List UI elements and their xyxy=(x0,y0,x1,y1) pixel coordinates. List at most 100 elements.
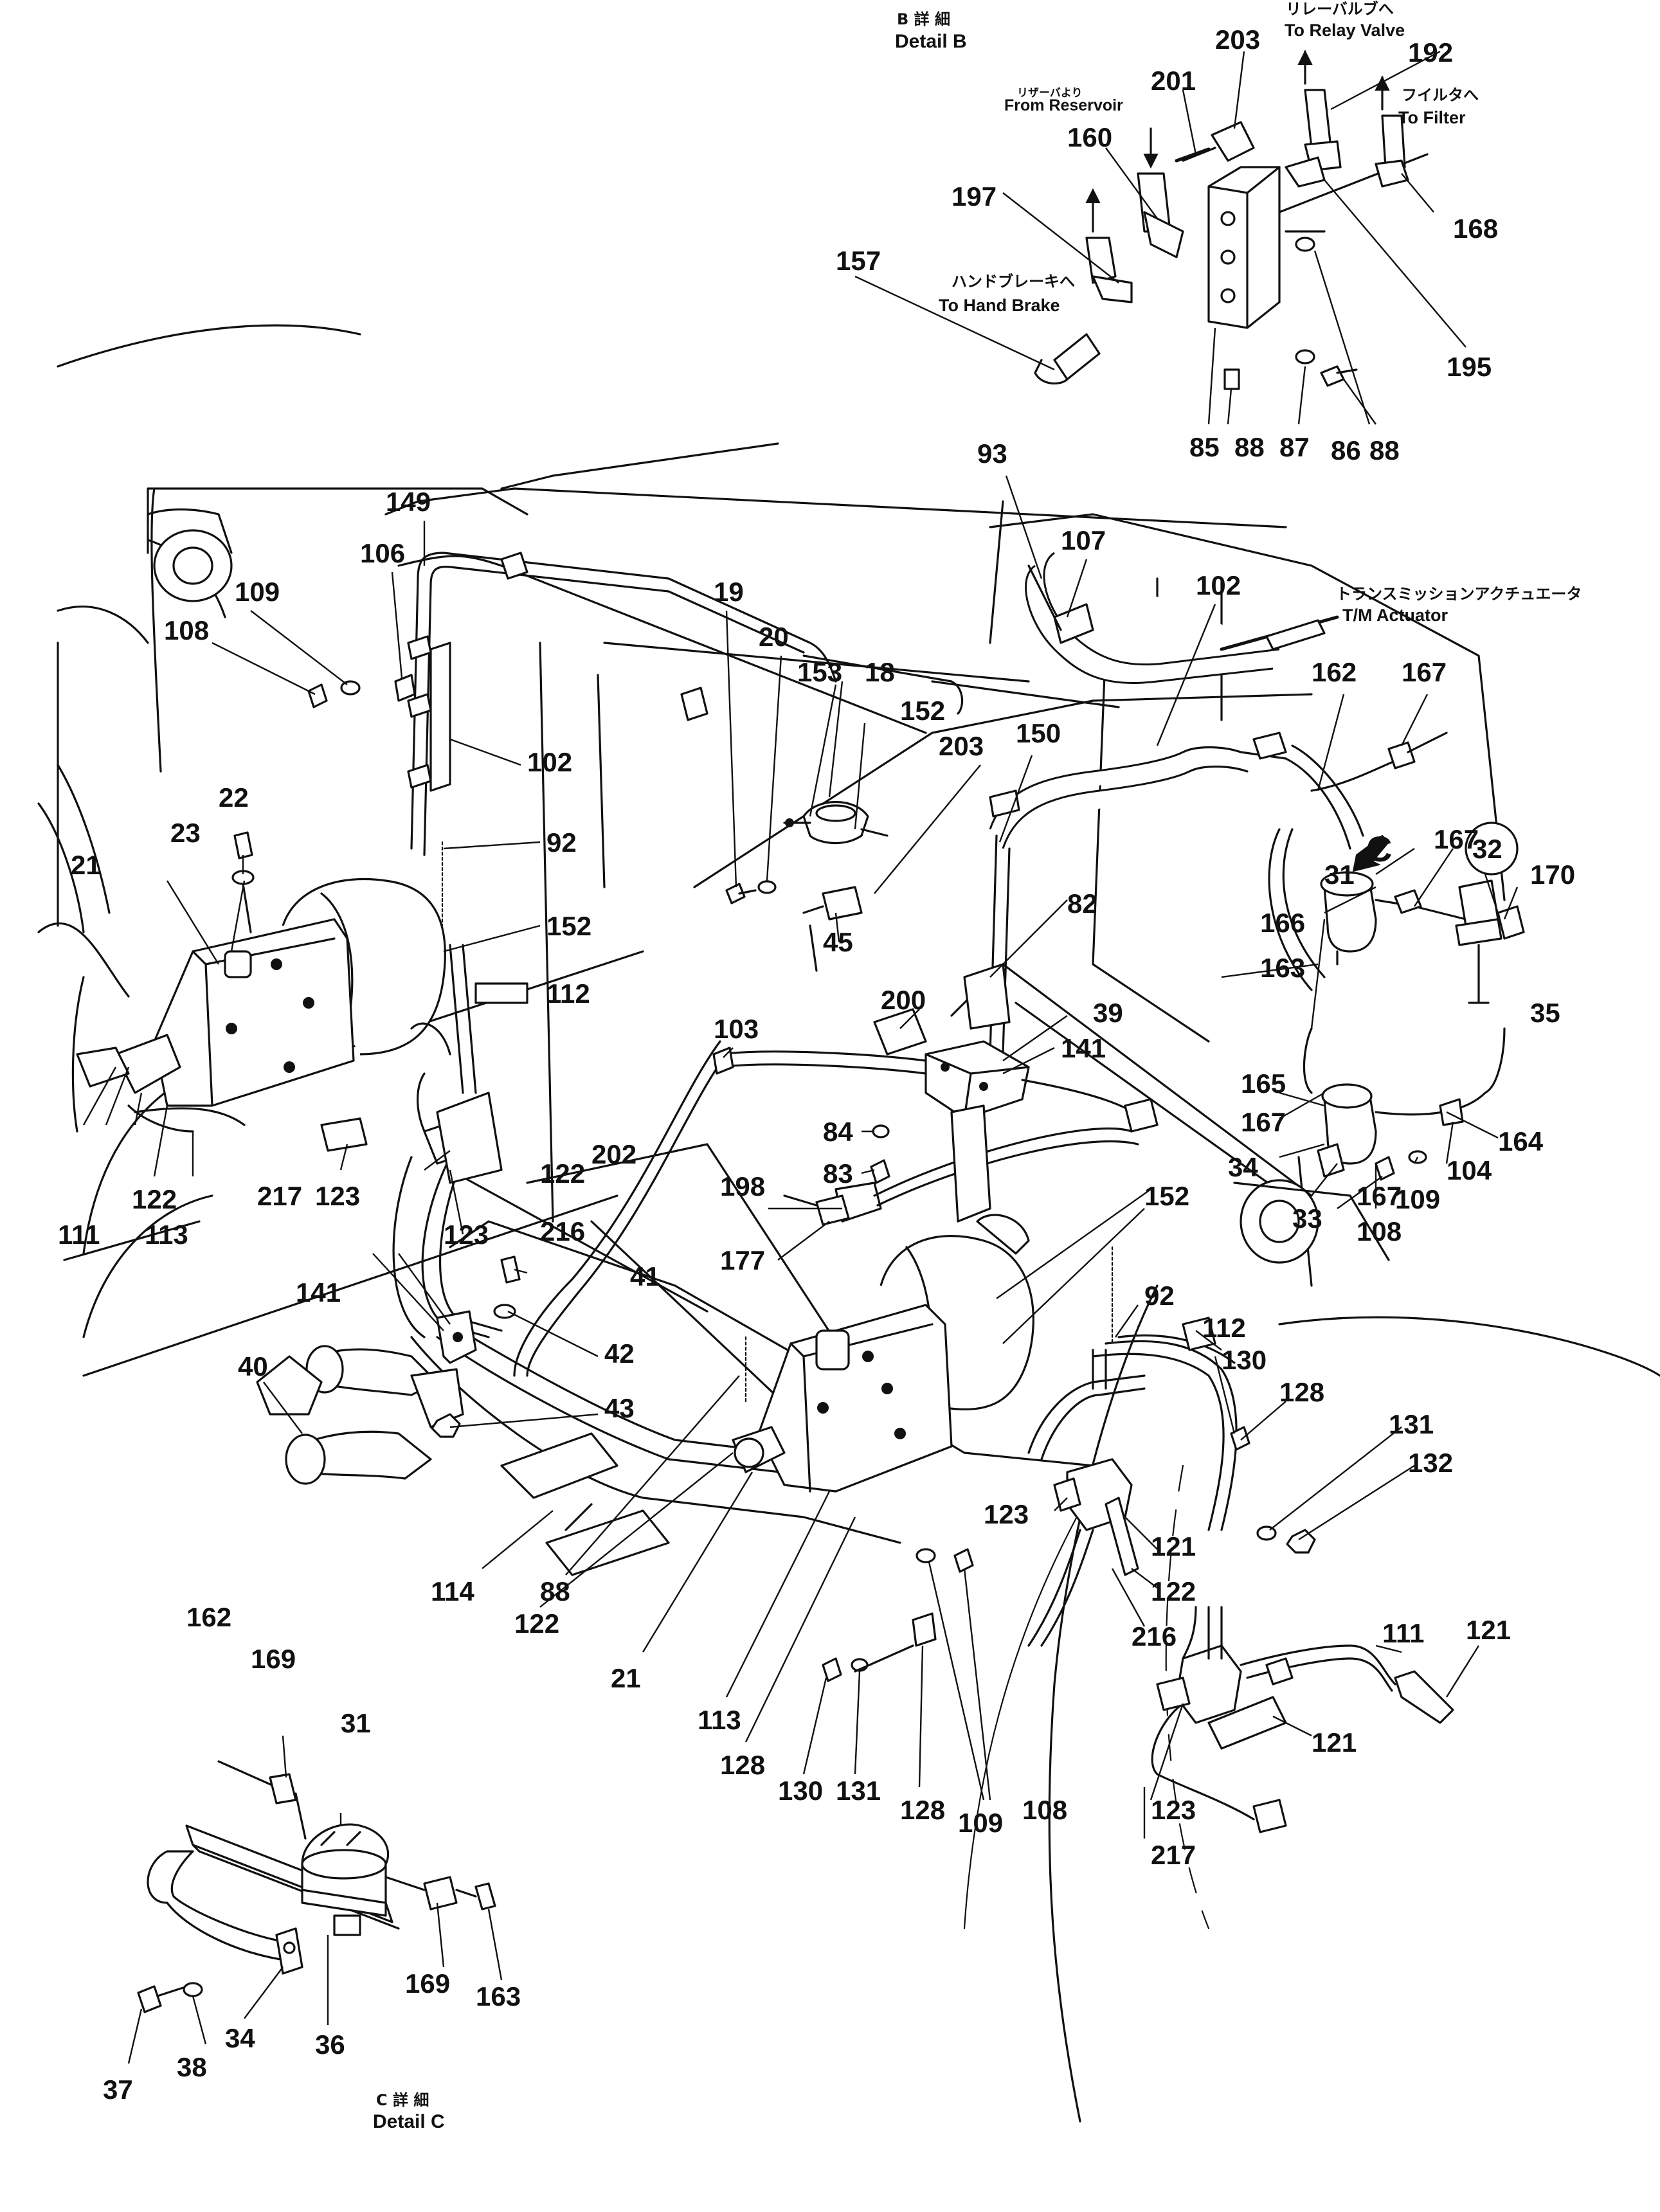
callout: 104 xyxy=(1447,1155,1492,1185)
callout: 160 xyxy=(1067,122,1112,152)
leader-lines xyxy=(82,50,1519,2064)
upper-piping xyxy=(407,552,1448,1056)
callout: 132 xyxy=(1408,1448,1453,1478)
callout: 113 xyxy=(145,1219,188,1250)
callout: 106 xyxy=(360,538,405,568)
callout: 130 xyxy=(1222,1345,1267,1375)
callout: 18 xyxy=(865,657,895,687)
callout: 43 xyxy=(604,1393,635,1423)
callout: 102 xyxy=(527,747,572,777)
detail-c-jp: C 詳 細 xyxy=(376,2091,429,2109)
callout: 88 xyxy=(1369,435,1400,465)
callout: 170 xyxy=(1530,859,1575,890)
callout: 121 xyxy=(1151,1531,1196,1561)
detail-labels: B 詳 細 Detail B C 詳 細 Detail C C xyxy=(373,10,1392,2132)
callout: 128 xyxy=(720,1750,765,1780)
callout: 34 xyxy=(225,2023,255,2053)
callout: 111 xyxy=(1382,1618,1424,1648)
callout: 200 xyxy=(881,985,926,1015)
callout: 131 xyxy=(1389,1409,1434,1439)
callout: 20 xyxy=(759,622,789,652)
callout: 168 xyxy=(1453,213,1498,244)
callout: 166 xyxy=(1260,908,1305,938)
callout: 162 xyxy=(1312,657,1357,687)
callout: 164 xyxy=(1498,1126,1544,1156)
callout: 92 xyxy=(1144,1281,1175,1311)
callout: 93 xyxy=(977,438,1007,469)
callout: 108 xyxy=(1022,1795,1067,1825)
callout: 167 xyxy=(1402,657,1447,687)
callout: 45 xyxy=(823,927,853,957)
callout: 128 xyxy=(900,1795,945,1825)
callout: 167 xyxy=(1241,1107,1286,1137)
callout: 121 xyxy=(1466,1615,1511,1645)
callout: 109 xyxy=(958,1808,1003,1838)
callout: 152 xyxy=(900,696,945,726)
callout: 162 xyxy=(186,1602,231,1632)
callout: 103 xyxy=(714,1014,759,1044)
callout: 82 xyxy=(1067,888,1097,919)
callout: 32 xyxy=(1472,834,1502,864)
flow-notes: リレーバルブへ To Relay Valve リザーバより From Reser… xyxy=(939,0,1582,625)
callout: 33 xyxy=(1292,1203,1322,1234)
callout: 111 xyxy=(58,1219,100,1250)
callout: 195 xyxy=(1447,352,1492,382)
callout: 85 xyxy=(1189,432,1220,462)
callout: 122 xyxy=(514,1608,559,1639)
center-valve xyxy=(712,963,1159,1223)
callout: 88 xyxy=(540,1576,570,1606)
detail-b-jp: B 詳 細 xyxy=(897,10,950,28)
callout: 123 xyxy=(984,1499,1029,1529)
callout: 163 xyxy=(476,1981,521,2011)
note-to-relay-valve-jp: リレーバルブへ xyxy=(1286,0,1394,18)
callout: 216 xyxy=(1132,1621,1177,1651)
callout: 88 xyxy=(1234,432,1265,462)
callout: 203 xyxy=(1215,24,1260,55)
callout: 198 xyxy=(720,1171,765,1201)
part-callouts: 203 192 201 160 168 197 157 195 85 88 87… xyxy=(58,24,1575,2105)
callout: 203 xyxy=(939,731,984,761)
detail-c-marker: C xyxy=(1366,829,1392,869)
callout: 112 xyxy=(546,978,590,1009)
callout: 163 xyxy=(1260,953,1305,983)
callout: 40 xyxy=(238,1351,268,1381)
callout: 141 xyxy=(1061,1033,1106,1063)
callout: 41 xyxy=(630,1261,660,1291)
callout: 123 xyxy=(444,1219,489,1250)
callout: 122 xyxy=(1151,1576,1196,1606)
callout: 131 xyxy=(836,1776,881,1806)
note-tm-actuator-en: T/M Actuator xyxy=(1342,606,1448,625)
callout: 22 xyxy=(219,782,249,813)
note-to-relay-valve-en: To Relay Valve xyxy=(1285,21,1405,40)
callout: 149 xyxy=(386,487,431,517)
note-to-filter-jp: フイルタへ xyxy=(1402,86,1479,104)
callout: 21 xyxy=(611,1663,641,1693)
callout: 114 xyxy=(431,1576,474,1606)
callout: 216 xyxy=(540,1216,585,1246)
callout: 108 xyxy=(1357,1216,1402,1246)
callout: 31 xyxy=(341,1708,371,1738)
callout: 102 xyxy=(1196,570,1241,600)
callout: 19 xyxy=(714,577,744,607)
callout: 87 xyxy=(1279,432,1310,462)
callout: 165 xyxy=(1241,1068,1286,1099)
callout: 167 xyxy=(1357,1181,1402,1211)
note-from-reservoir-jp: リザーバより xyxy=(1017,87,1083,100)
detail-c-assembly xyxy=(137,1760,496,2013)
left-lower-piping xyxy=(256,1040,901,1576)
callout: 169 xyxy=(405,1968,450,1999)
right-filters xyxy=(1303,822,1525,1181)
callout: 177 xyxy=(720,1245,765,1275)
note-tm-actuator-jp: トランスミッションアクチュエータ xyxy=(1336,585,1582,603)
callout: 84 xyxy=(823,1117,853,1147)
note-from-reservoir-en: From Reservoir xyxy=(1004,96,1123,114)
callout: 39 xyxy=(1093,998,1123,1028)
callout: 38 xyxy=(177,2052,207,2082)
callout: 217 xyxy=(257,1181,302,1211)
callout: 157 xyxy=(836,246,881,276)
note-to-hand-brake-jp: ハンドブレーキへ xyxy=(952,273,1075,291)
callout: 113 xyxy=(698,1705,741,1735)
callout: 34 xyxy=(1228,1152,1258,1182)
callout: 152 xyxy=(546,911,591,941)
